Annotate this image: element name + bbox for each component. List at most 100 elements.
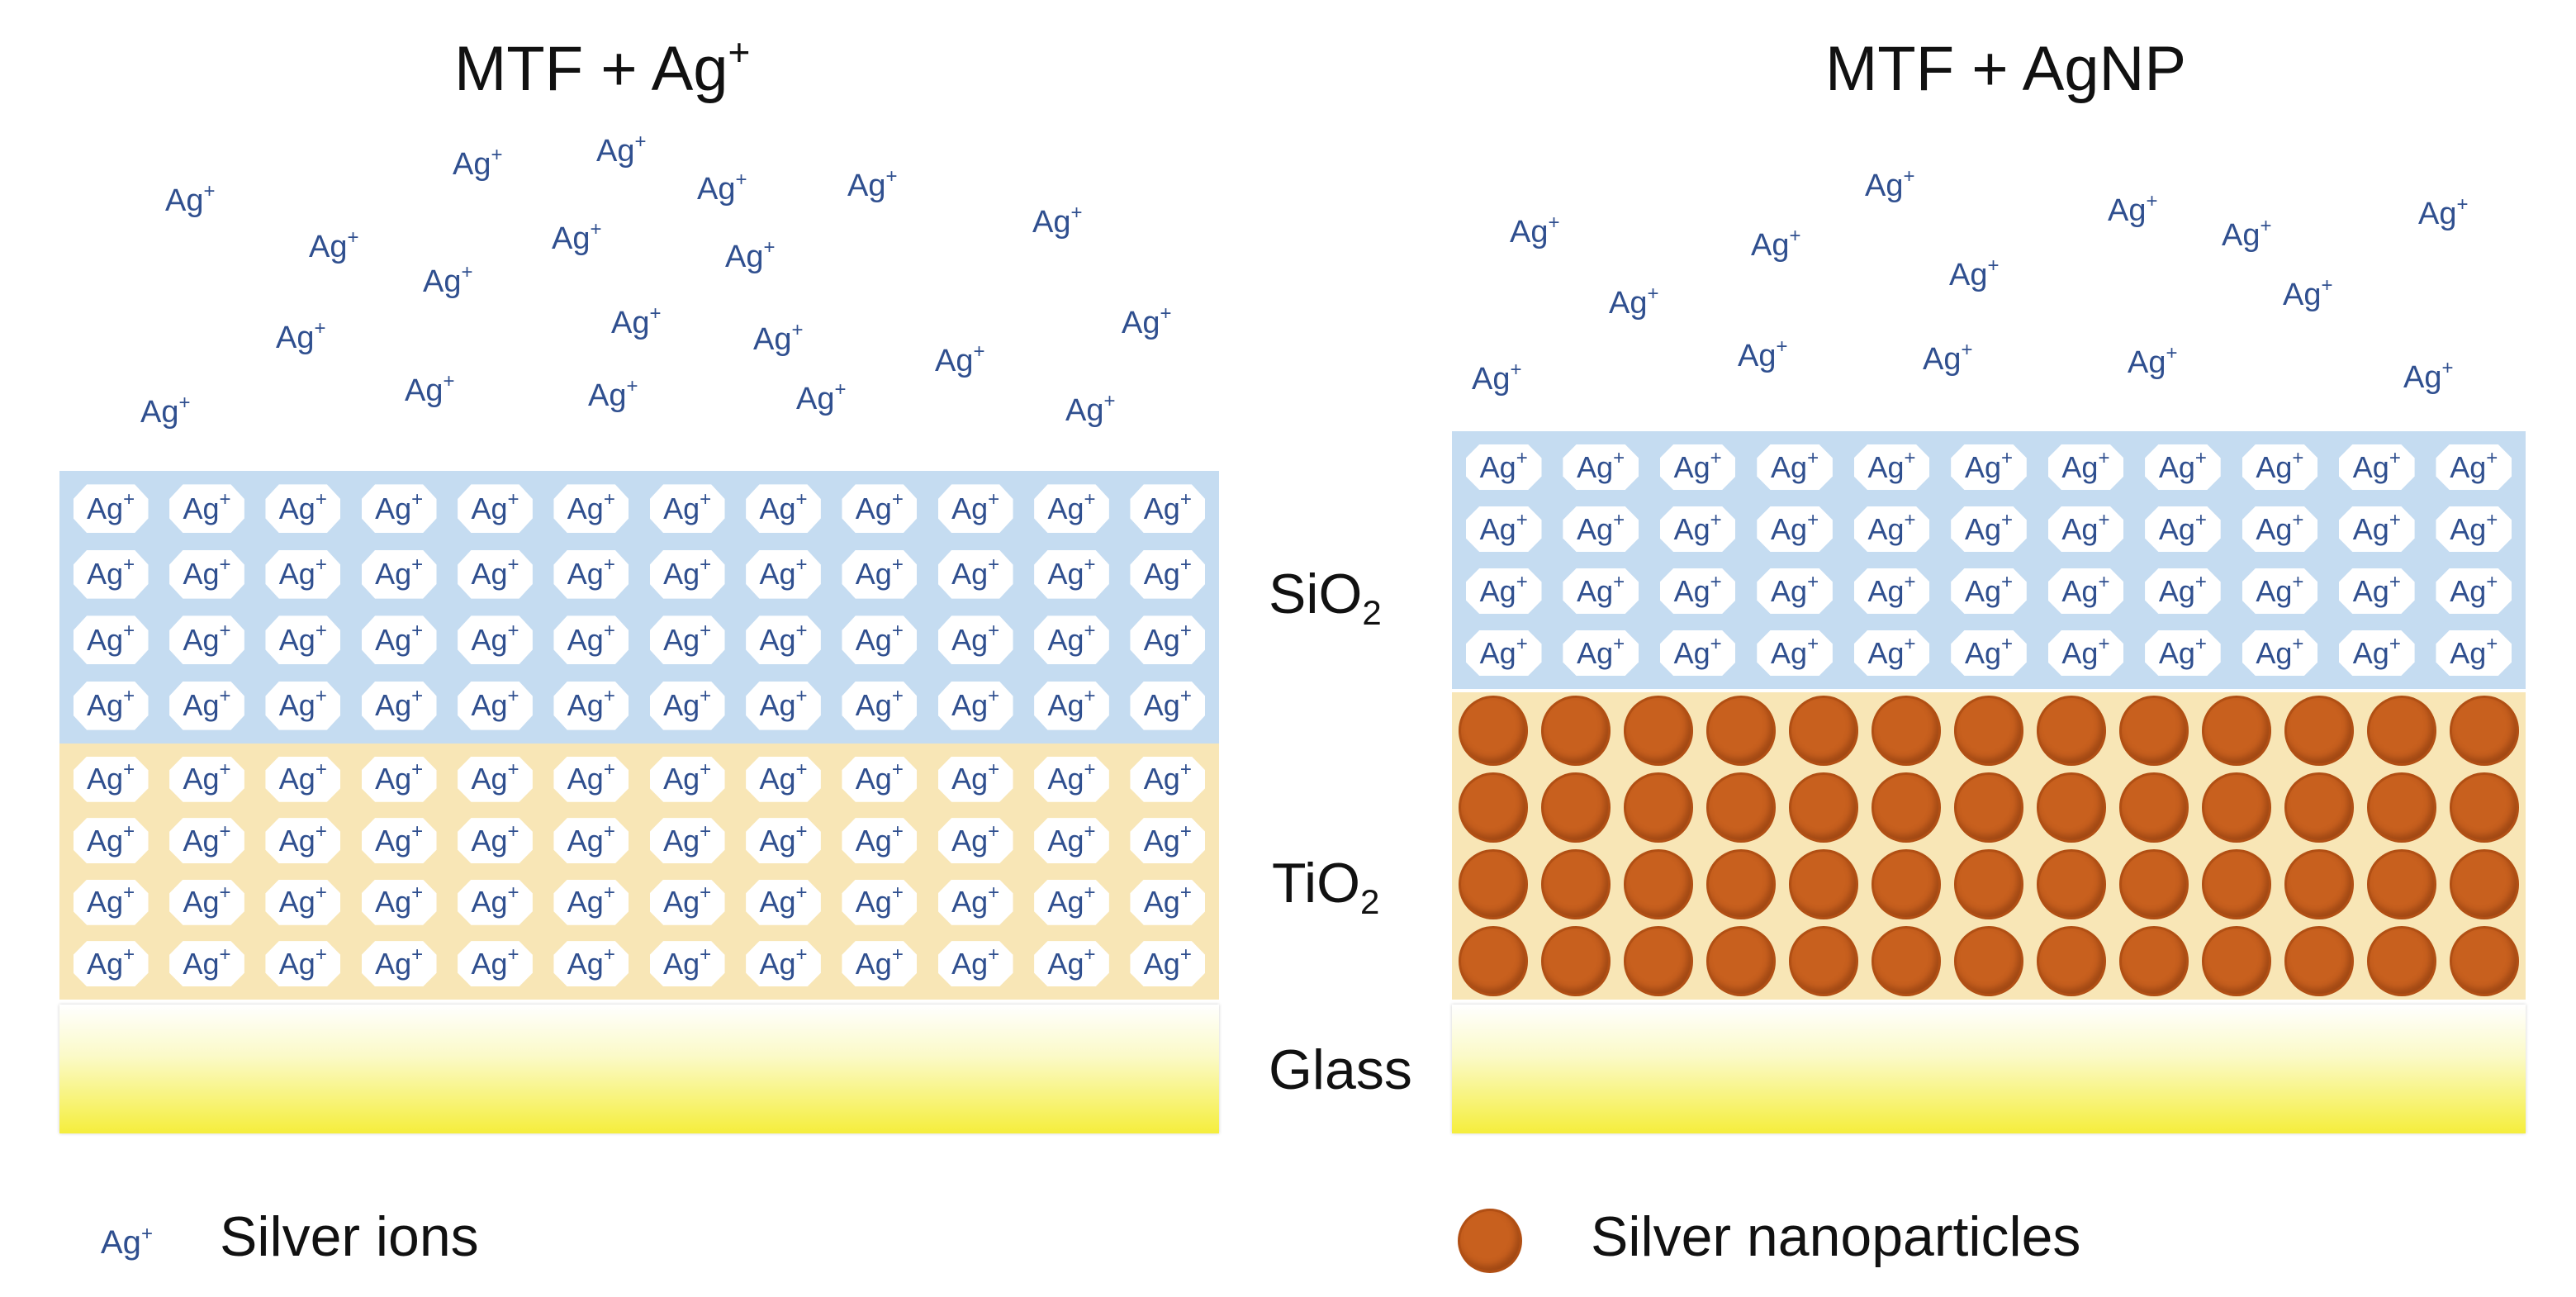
silver-ion-label: Ag+ bbox=[596, 131, 647, 169]
pore-cell: Ag+ bbox=[842, 681, 918, 730]
silver-nanoparticle bbox=[1956, 698, 2022, 763]
silver-ion-label: Ag+ bbox=[611, 302, 662, 340]
left-sio2-layer: Ag+ Ag+ Ag+ Ag+ Ag+ Ag+ Ag+ Ag+ Ag+ Ag+ Ag+ Ag+ Ag+ A… bbox=[59, 471, 1219, 744]
pore-cell: Ag+ bbox=[937, 484, 1013, 534]
silver-ion-label: Ag+ bbox=[951, 619, 1000, 657]
pore-cell: Ag+ bbox=[937, 681, 1013, 730]
pore-cell: Ag+ bbox=[361, 756, 437, 802]
pore-cell: Ag+ bbox=[2145, 506, 2221, 553]
silver-ion-label: Ag+ bbox=[951, 487, 1000, 525]
silver-nanoparticle bbox=[2369, 698, 2435, 763]
pore-cell: Ag+ bbox=[1130, 484, 1206, 534]
silver-ion-label: Ag+ bbox=[1143, 553, 1192, 591]
silver-ion-label: Ag+ bbox=[375, 553, 424, 591]
silver-ion-label: Ag+ bbox=[951, 553, 1000, 591]
silver-ion-label: Ag+ bbox=[2108, 190, 2158, 228]
pore-cell: Ag+ bbox=[73, 484, 149, 534]
pore-cell: Ag+ bbox=[553, 484, 629, 534]
pore-cell: Ag+ bbox=[2047, 568, 2124, 615]
pore-cell: Ag+ bbox=[169, 756, 244, 802]
silver-ion-label: Ag+ bbox=[951, 881, 1000, 919]
silver-nanoparticle bbox=[2369, 929, 2435, 994]
silver-ion-label: Ag+ bbox=[87, 943, 135, 981]
silver-ion-label: Ag+ bbox=[1047, 758, 1096, 796]
silver-nanoparticle bbox=[1708, 698, 1774, 763]
silver-ion-label: Ag+ bbox=[375, 619, 424, 657]
pore-cell: Ag+ bbox=[1563, 444, 1639, 491]
silver-ion-label: Ag+ bbox=[1949, 254, 2000, 292]
silver-nanoparticle bbox=[1625, 775, 1691, 840]
pore-cell: Ag+ bbox=[1659, 444, 1736, 491]
silver-ion-label: Ag+ bbox=[375, 487, 424, 525]
silver-ion-label: Ag+ bbox=[759, 553, 808, 591]
pore-cell: Ag+ bbox=[2242, 568, 2318, 615]
pore-cell: Ag+ bbox=[1853, 506, 1930, 553]
silver-nanoparticle bbox=[1543, 929, 1609, 994]
silver-ion-label: Ag+ bbox=[2256, 632, 2304, 670]
silver-ion-label: Ag+ bbox=[2061, 508, 2110, 546]
silver-ion-label: Ag+ bbox=[552, 218, 602, 256]
silver-nanoparticle bbox=[2451, 698, 2517, 763]
silver-ion-label: Ag+ bbox=[2158, 508, 2207, 546]
pore-cell: Ag+ bbox=[842, 756, 918, 802]
silver-ion-label: Ag+ bbox=[471, 758, 519, 796]
pore-cell: Ag+ bbox=[1757, 506, 1833, 553]
pore-cell: Ag+ bbox=[458, 756, 533, 802]
pore-cell: Ag+ bbox=[265, 681, 341, 730]
silver-ion-label: Ag+ bbox=[183, 820, 231, 858]
pore-cell: Ag+ bbox=[1659, 506, 1736, 553]
silver-ion-label: Ag+ bbox=[87, 881, 135, 919]
silver-ion-label: Ag+ bbox=[375, 820, 424, 858]
silver-ion-label: Ag+ bbox=[935, 340, 985, 378]
silver-ion-label: Ag+ bbox=[1867, 446, 1916, 484]
pore-cell: Ag+ bbox=[649, 484, 725, 534]
silver-ion-label: Ag+ bbox=[1472, 359, 1522, 397]
pore-cell: Ag+ bbox=[2145, 629, 2221, 677]
pore-cell: Ag+ bbox=[265, 756, 341, 802]
silver-ion-label: Ag+ bbox=[663, 685, 712, 723]
silver-ion-label: Ag+ bbox=[663, 881, 712, 919]
glass-label: Glass bbox=[1269, 1038, 1412, 1101]
silver-nanoparticle bbox=[2121, 852, 2187, 917]
silver-ion-label: Ag+ bbox=[567, 487, 615, 525]
silver-ion-label: Ag+ bbox=[1143, 758, 1192, 796]
silver-ion-label: Ag+ bbox=[1047, 943, 1096, 981]
pore-cell: Ag+ bbox=[937, 549, 1013, 599]
silver-ion-label: Ag+ bbox=[1577, 632, 1625, 670]
pore-cell: Ag+ bbox=[1563, 568, 1639, 615]
silver-ion-label: Ag+ bbox=[567, 881, 615, 919]
pore-cell: Ag+ bbox=[361, 615, 437, 665]
silver-ion-label: Ag+ bbox=[453, 144, 503, 182]
pore-cell: Ag+ bbox=[842, 549, 918, 599]
pore-cell: Ag+ bbox=[1951, 568, 2027, 615]
pore-cell: Ag+ bbox=[1034, 549, 1109, 599]
pore-cell: Ag+ bbox=[73, 615, 149, 665]
pore-cell: Ag+ bbox=[2339, 444, 2415, 491]
pore-cell: Ag+ bbox=[1951, 629, 2027, 677]
silver-ion-label: Ag+ bbox=[1867, 570, 1916, 608]
silver-ion-label: Ag+ bbox=[278, 820, 327, 858]
pore-cell: Ag+ bbox=[458, 615, 533, 665]
pore-cell: Ag+ bbox=[842, 615, 918, 665]
pore-cell: Ag+ bbox=[2145, 568, 2221, 615]
silver-ion-label: Ag+ bbox=[471, 487, 519, 525]
right-panel-title: MTF + AgNP bbox=[1825, 34, 2187, 104]
silver-ion-label: Ag+ bbox=[278, 619, 327, 657]
silver-ion-label: Ag+ bbox=[375, 758, 424, 796]
pore-cell: Ag+ bbox=[1757, 568, 1833, 615]
pore-cell: Ag+ bbox=[458, 941, 533, 987]
silver-ion-label: Ag+ bbox=[663, 553, 712, 591]
silver-nanoparticle bbox=[2121, 775, 2187, 840]
silver-ion-label: Ag+ bbox=[1047, 881, 1096, 919]
pore-cell: Ag+ bbox=[649, 756, 725, 802]
silver-ion-label: Ag+ bbox=[1577, 446, 1625, 484]
pore-cell: Ag+ bbox=[265, 615, 341, 665]
silver-ion-label: Ag+ bbox=[2352, 508, 2401, 546]
silver-nanoparticle bbox=[1543, 852, 1609, 917]
pore-cell: Ag+ bbox=[2436, 629, 2512, 677]
silver-ion-label: Ag+ bbox=[1865, 165, 1915, 203]
silver-ion-label: Ag+ bbox=[87, 820, 135, 858]
silver-ion-label: Ag+ bbox=[278, 881, 327, 919]
silver-ion-label: Ag+ bbox=[1047, 487, 1096, 525]
silver-ion-label: Ag+ bbox=[1479, 570, 1528, 608]
